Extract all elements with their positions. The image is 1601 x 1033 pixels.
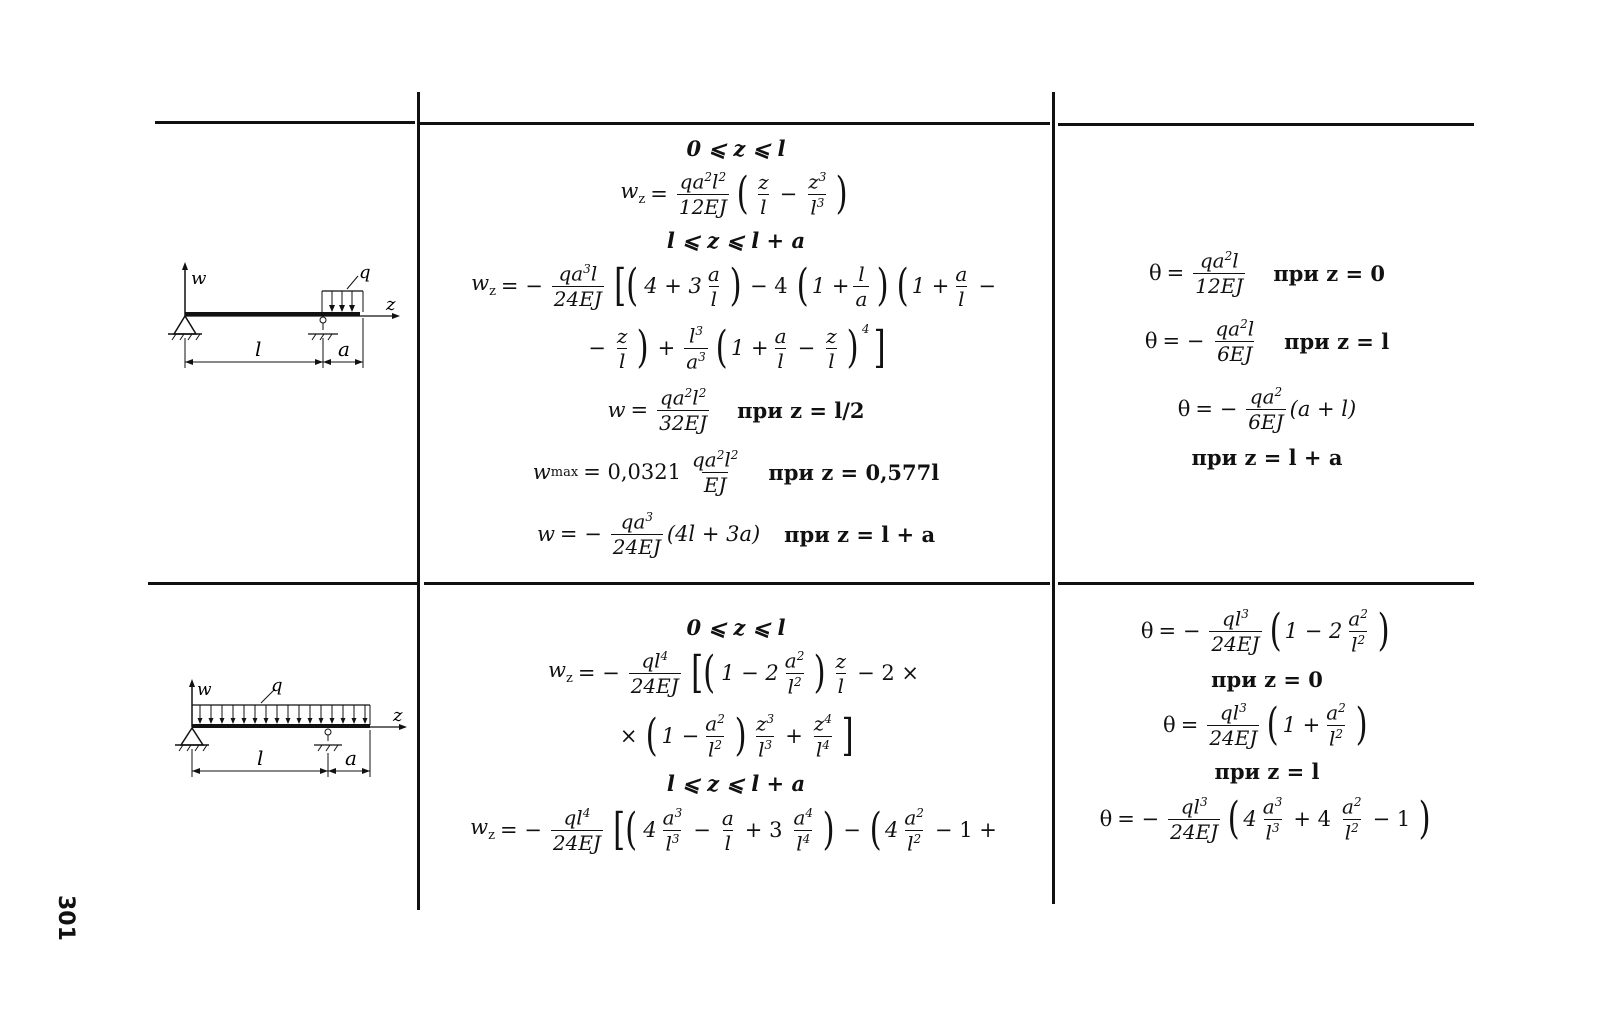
row1-top-rule-mid: [420, 122, 1050, 125]
row2-top-rule-left: [148, 582, 420, 585]
row1-range-1: 0 ⩽ z ⩽ l: [686, 135, 786, 161]
row1-q-label: q: [359, 262, 371, 283]
row2-top-rule-right: [1058, 582, 1474, 585]
row1-top-rule-left: [155, 121, 415, 124]
page-number: 301: [53, 895, 78, 941]
column-rule-2: [1052, 92, 1055, 904]
row2-beam-diagram: w z q l a: [175, 675, 407, 777]
row2-w-label: w: [197, 680, 212, 700]
row2-range-1: 0 ⩽ z ⩽ l: [686, 614, 786, 640]
row2-range-2: l ⩽ z ⩽ l + a: [666, 770, 806, 796]
row2-a-label: a: [345, 746, 357, 770]
row1-beam-diagram: w z q l a: [168, 262, 400, 368]
row1-w-mid-condition: при z = l/2: [737, 397, 865, 423]
row1-a-label: a: [338, 337, 350, 361]
row2-top-rule-mid: [424, 582, 1050, 585]
row1-w-end-condition: при z = l + a: [784, 521, 936, 547]
row1-top-rule-right: [1058, 123, 1474, 126]
row1-w-label: w: [191, 268, 207, 289]
row1-z-label: z: [385, 294, 396, 315]
row2-theta-2-condition: при z = l: [1214, 758, 1320, 784]
row1-range-2: l ⩽ z ⩽ l + a: [666, 227, 806, 253]
row1-l-label: l: [255, 337, 261, 361]
row2-z-label: z: [392, 705, 403, 726]
row2-q-label: q: [271, 675, 283, 696]
column-rule-1: [417, 92, 420, 910]
row2-theta-1-condition: при z = 0: [1211, 666, 1323, 692]
row1-theta-3-condition: при z = l + a: [1191, 444, 1343, 470]
row1-wmax-condition: при z = 0,577l: [768, 459, 940, 485]
row2-l-label: l: [257, 746, 263, 770]
